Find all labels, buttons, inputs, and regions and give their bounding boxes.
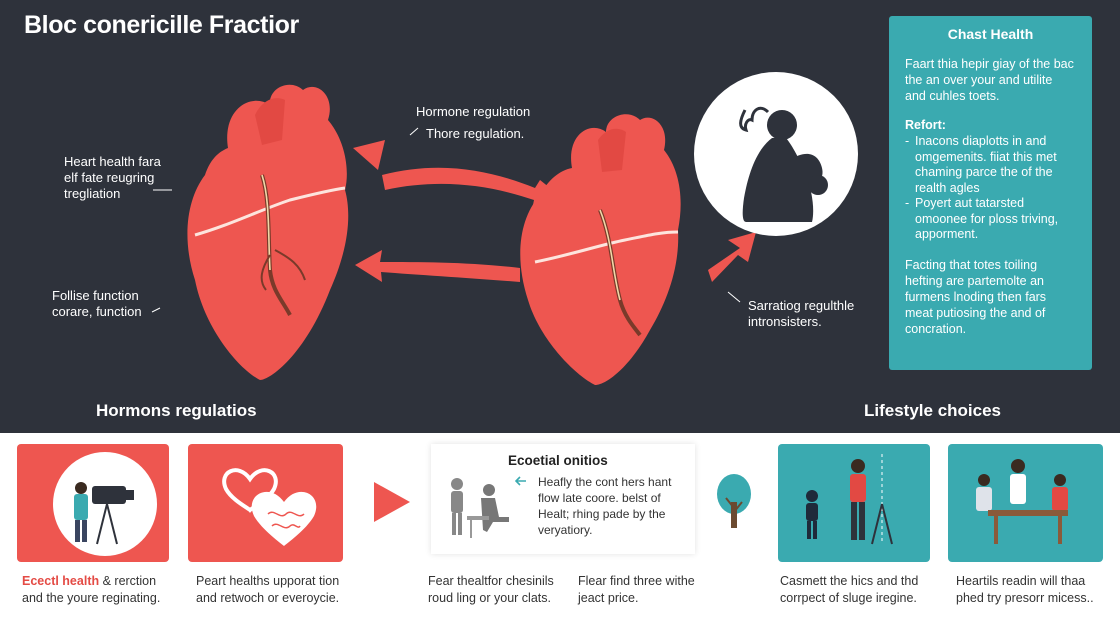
camera-operator-icon xyxy=(53,452,157,556)
essential-card-title: Ecoetial onitios xyxy=(508,453,608,468)
section-heading-lifestyle: Lifestyle choices xyxy=(864,401,1002,420)
card-hearts xyxy=(188,444,343,562)
panel-list: Inacons diaplotts in and omgemenits. fii… xyxy=(905,134,1076,243)
label-pointers xyxy=(151,127,741,313)
caption-1-rest: & rerction and the youre reginating. xyxy=(22,574,161,605)
tree-icon xyxy=(717,474,751,528)
caption-1: Ecectl health & rerction and the youre r… xyxy=(22,573,160,607)
caption-2: Peart healths upporat tion and retwoch o… xyxy=(196,574,340,605)
play-arrow-icon xyxy=(374,482,410,522)
arrow-left-icon xyxy=(515,476,526,486)
label-follise-function: Follise function corare, function xyxy=(52,288,142,319)
consultation-icon xyxy=(976,459,1068,544)
label-hormone-regulation: Hormone regulation xyxy=(416,104,531,119)
caption-1-accent: Ecectl health xyxy=(22,574,100,588)
label-thore-regulation: Thore regulation. xyxy=(426,126,525,141)
panel-list-item: Inacons diaplotts in and omgemenits. fii… xyxy=(905,134,1076,196)
right-heart-icon xyxy=(520,114,681,385)
cycle-arrows xyxy=(353,140,756,282)
card-camera xyxy=(17,444,169,562)
label-sarratiog: Sarratiog regulthle intronsisters. xyxy=(748,298,855,329)
panel-subheading: Refort: xyxy=(905,118,946,132)
mother-child-icon xyxy=(694,72,858,236)
caption-4: Flear find three withe jeact price. xyxy=(578,574,695,605)
info-panel: Chast Health Faart thia hepir giay of th… xyxy=(889,16,1092,370)
hearts-diagram xyxy=(151,72,858,385)
left-heart-icon xyxy=(187,84,349,380)
child-measuring-icon xyxy=(806,454,893,545)
page-title: Bloc conericille Fractior xyxy=(24,11,299,39)
hearts-icon xyxy=(222,468,317,546)
panel-list-item: Poyert aut tatarsted omoonee for ploss t… xyxy=(905,196,1076,243)
caption-5: Casmett the hics and thd corrpect of slu… xyxy=(780,574,919,605)
caption-6: Heartils readin will thaa phed try preso… xyxy=(956,574,1094,605)
card-consultation xyxy=(948,444,1103,562)
panel-intro: Faart thia hepir giay of the bac the an … xyxy=(905,57,1074,103)
caption-3: Fear thealtfor chesinils roud ling or yo… xyxy=(428,574,554,605)
panel-title: Chast Health xyxy=(947,26,1034,42)
people-sitting-icon xyxy=(451,478,509,538)
essential-card: Ecoetial onitios Heafly the cont hers ha… xyxy=(431,444,695,554)
card-measure xyxy=(778,444,930,562)
section-heading-hormones: Hormons regulatios xyxy=(96,401,257,420)
label-heart-health: Heart health fara elf fate reugring treg… xyxy=(64,154,161,201)
essential-card-text: Heafly the cont hers hant flow late coor… xyxy=(538,475,672,537)
panel-outro: Facting that totes toiling hefting are p… xyxy=(905,257,1047,336)
